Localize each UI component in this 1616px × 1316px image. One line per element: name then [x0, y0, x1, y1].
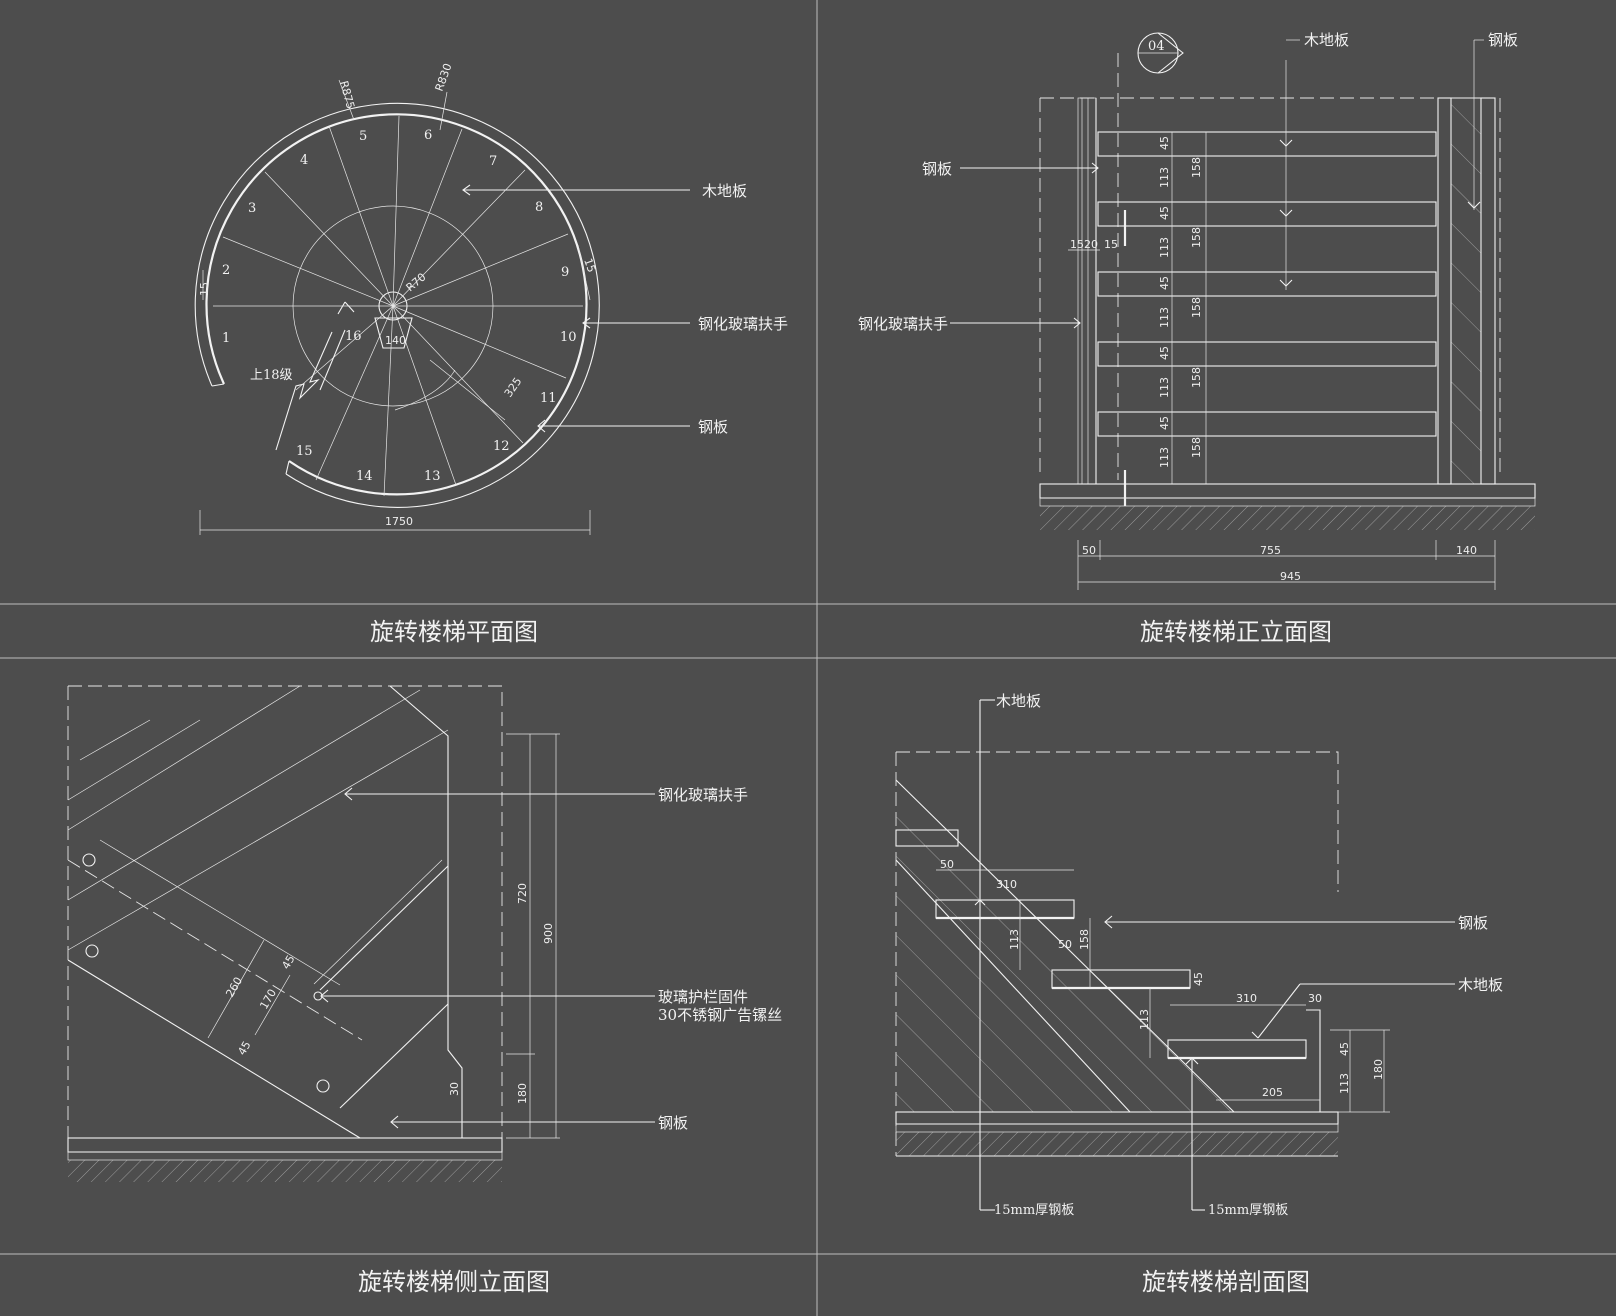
section-label-wood-floor: 木地板	[1458, 976, 1503, 994]
plan-step-15: 15	[296, 444, 313, 459]
section-label-15mm-steel-left: 15mm厚钢板	[994, 1203, 1074, 1218]
front-elevation	[950, 32, 1536, 590]
plan-step-6: 6	[424, 128, 432, 143]
section-view	[895, 699, 1455, 1211]
section-dim-180: 180	[1372, 1059, 1385, 1080]
plan-label-glass-handrail: 钢化玻璃扶手	[698, 315, 788, 333]
section-dim-205: 205	[1262, 1086, 1283, 1099]
front-treads	[1097, 131, 1437, 437]
side-dim-720: 720	[516, 883, 529, 904]
front-dim-113-3: 113	[1158, 307, 1171, 328]
plan-dim-r70: R70	[404, 270, 429, 294]
side-label-glass-fixing: 玻璃护栏固件	[658, 988, 748, 1006]
plan-label-steel-plate: 钢板	[698, 418, 728, 436]
front-dim-945: 945	[1280, 570, 1301, 583]
plan-dim-r830: R830	[433, 62, 455, 93]
side-label-glass-handrail: 钢化玻璃扶手	[658, 786, 748, 804]
plan-step-14: 14	[356, 469, 373, 484]
section-label-15mm-steel-right: 15mm厚钢板	[1208, 1203, 1288, 1218]
plan-outer-ring-2	[194, 102, 600, 508]
front-dim-50: 50	[1082, 544, 1096, 557]
plan-step-12: 12	[493, 439, 510, 454]
front-dim-158-4: 158	[1190, 367, 1203, 388]
front-dim-15a: 15	[1070, 238, 1084, 251]
section-dim-113b: 113	[1138, 1009, 1151, 1030]
section-dim-45b: 45	[1338, 1042, 1351, 1056]
plan-dim-15b: 15	[581, 257, 598, 275]
plan-step-11: 11	[540, 391, 557, 406]
plan-step-13: 13	[424, 469, 441, 484]
plan-step-16: 16	[345, 329, 362, 344]
plan-step-9: 9	[561, 265, 569, 280]
front-dim-45-4: 45	[1158, 346, 1171, 360]
side-dim-900: 900	[542, 923, 555, 944]
front-label-steel-plate-left: 钢板	[922, 160, 952, 178]
front-dim-140: 140	[1456, 544, 1477, 557]
section-dim-158: 158	[1078, 929, 1091, 950]
plan-step-numbers: 1 2 3 4 5 6 7 8 9 10 11 12 13 14 15 16	[222, 128, 577, 484]
section-dim-50b: 50	[1058, 938, 1072, 951]
plan-step-3: 3	[248, 201, 256, 216]
front-label-steel-plate-right: 钢板	[1488, 31, 1518, 49]
front-dim-755: 755	[1260, 544, 1281, 557]
side-dim-45a: 45	[279, 953, 297, 972]
front-dim-45-5: 45	[1158, 416, 1171, 430]
front-dim-45-2: 45	[1158, 206, 1171, 220]
plan-step-2: 2	[222, 263, 230, 278]
section-title: 旋转楼梯剖面图	[1142, 1268, 1310, 1296]
side-dim-30: 30	[448, 1082, 461, 1096]
front-dim-45-1: 45	[1158, 136, 1171, 150]
front-section-mark-text: 04	[1148, 39, 1165, 54]
plan-break-line	[275, 331, 333, 451]
plan-step-10: 10	[560, 330, 577, 345]
side-dim-45b: 45	[235, 1039, 253, 1058]
section-dim-45a: 45	[1192, 972, 1205, 986]
plan-step-4: 4	[300, 153, 308, 168]
section-dim-310a: 310	[996, 878, 1017, 891]
front-label-wood-floor: 木地板	[1304, 31, 1349, 49]
section-dim-113a: 113	[1008, 929, 1021, 950]
plan-label-up-18: 上18级	[250, 368, 293, 383]
front-dim-15b: 15	[1104, 238, 1118, 251]
front-dim-158-3: 158	[1190, 297, 1203, 318]
plan-step-8: 8	[535, 200, 543, 215]
section-label-wood-floor-top: 木地板	[996, 692, 1041, 710]
plan-step-1: 1	[222, 331, 230, 346]
side-label-glass-fixing-screw: 30不锈钢广告镙丝	[658, 1006, 782, 1024]
side-label-steel-plate: 钢板	[658, 1114, 688, 1132]
section-dim-50a: 50	[940, 858, 954, 871]
front-dim-113-5: 113	[1158, 447, 1171, 468]
front-dim-45-3: 45	[1158, 276, 1171, 290]
plan-label-wood-floor: 木地板	[702, 182, 747, 200]
front-dim-158-2: 158	[1190, 227, 1203, 248]
section-dim-113c: 113	[1338, 1073, 1351, 1094]
side-elevation	[67, 685, 655, 1182]
side-elevation-title: 旋转楼梯侧立面图	[358, 1268, 550, 1296]
side-dim-180: 180	[516, 1083, 529, 1104]
front-label-glass-handrail: 钢化玻璃扶手	[858, 315, 948, 333]
plan-tread-lines	[213, 115, 583, 497]
section-label-steel-plate: 钢板	[1458, 914, 1488, 932]
plan-step-7: 7	[489, 154, 497, 169]
front-dim-158-5: 158	[1190, 437, 1203, 458]
front-dim-158-1: 158	[1190, 157, 1203, 178]
front-dim-113-1: 113	[1158, 167, 1171, 188]
front-dim-20: 20	[1084, 238, 1098, 251]
plan-dim-15a: 15	[198, 282, 211, 296]
plan-title: 旋转楼梯平面图	[370, 618, 538, 646]
plan-dim-140: 140	[385, 334, 406, 347]
plan-dim-1750: 1750	[385, 515, 413, 528]
plan-view	[194, 79, 690, 535]
plan-step-5: 5	[359, 129, 367, 144]
front-elevation-title: 旋转楼梯正立面图	[1140, 618, 1332, 646]
section-dim-30: 30	[1308, 992, 1322, 1005]
section-dim-310b: 310	[1236, 992, 1257, 1005]
plan-dim-r875: R875	[337, 79, 357, 110]
front-dim-113-4: 113	[1158, 377, 1171, 398]
front-dim-113-2: 113	[1158, 237, 1171, 258]
plan-dim-325: 325	[502, 375, 525, 400]
